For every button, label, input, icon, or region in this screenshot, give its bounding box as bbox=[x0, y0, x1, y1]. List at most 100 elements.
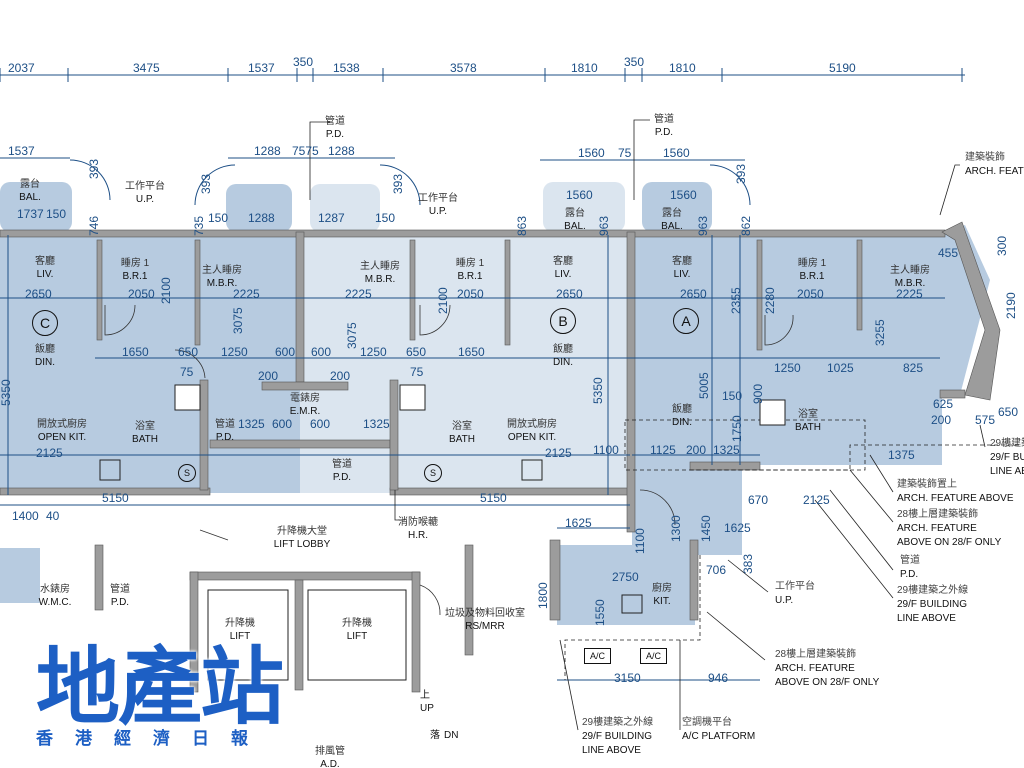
dimension-label: 2037 bbox=[8, 61, 35, 75]
annotation-en: 29/F BUILDING bbox=[897, 599, 968, 610]
room-name-en: LIV. bbox=[36, 269, 54, 280]
dimension-label: 1737 bbox=[17, 207, 44, 221]
room-name-en: E.M.R. bbox=[289, 406, 321, 417]
annotation-en: 29/F BU bbox=[990, 452, 1024, 463]
dimension-label: 150 bbox=[375, 211, 396, 225]
annotation-en: ARCH. FEATURE bbox=[965, 166, 1024, 177]
room-name-en: B.R.1 bbox=[457, 271, 483, 282]
dimension-label: 200 bbox=[330, 369, 351, 383]
dimension-label: 1560 bbox=[578, 146, 605, 160]
dimension-label: 2225 bbox=[896, 287, 923, 301]
dimension-label: 1288 bbox=[248, 211, 275, 225]
dimension-label: 2125 bbox=[545, 446, 572, 460]
room-name-en: BATH bbox=[449, 434, 475, 445]
room-name-zh: 排風管 bbox=[315, 746, 345, 757]
dimension-label: 393 bbox=[391, 173, 405, 194]
dimension-label: 350 bbox=[293, 55, 314, 69]
dimension-label: 1560 bbox=[566, 188, 593, 202]
annotation-en: LINE ABO bbox=[990, 466, 1024, 477]
building-outline-above bbox=[564, 419, 1020, 680]
unit-marker-b: B bbox=[550, 308, 576, 334]
leader-lines bbox=[309, 119, 986, 731]
dimension-label: 150 bbox=[722, 389, 743, 403]
dimension-label: 1537 bbox=[8, 144, 35, 158]
room-name-en: BAL. bbox=[19, 192, 41, 203]
room-name-zh: 工作平台 bbox=[125, 181, 165, 192]
dimension-label: 393 bbox=[199, 173, 213, 194]
dimension-label: 455 bbox=[938, 246, 959, 260]
room-name-en: LIV. bbox=[673, 269, 691, 280]
dimension-label: 7575 bbox=[292, 144, 319, 158]
dimension-label: 2050 bbox=[457, 287, 484, 301]
room-name-en: BATH bbox=[795, 422, 821, 433]
room-name-zh: 客廳 bbox=[35, 256, 55, 267]
dimension-label: 393 bbox=[734, 163, 748, 184]
room-name-en: B.R.1 bbox=[799, 271, 825, 282]
dimension-label: 3150 bbox=[614, 671, 641, 685]
dimension-label: 1538 bbox=[333, 61, 360, 75]
room-name-zh: 電錶房 bbox=[290, 393, 320, 404]
room-name-en: P.D. bbox=[215, 432, 235, 443]
room-name-zh: 管道 bbox=[325, 116, 345, 127]
stair-down-label-en: DN bbox=[444, 730, 459, 741]
dimension-label: 5005 bbox=[697, 372, 711, 399]
annotation-zh: 29樓建築之外線 bbox=[897, 585, 969, 596]
room-name-en: LIFT bbox=[229, 631, 251, 642]
walls bbox=[0, 221, 1001, 693]
watermark-logo: 地產站 香港經濟日報 bbox=[36, 645, 296, 749]
room-name-zh: 升降機 bbox=[342, 618, 372, 629]
dimension-label: 5150 bbox=[102, 491, 129, 505]
room-name-en: LIFT LOBBY bbox=[273, 539, 331, 550]
dimension-label: 3475 bbox=[133, 61, 160, 75]
dimension-label: 5350 bbox=[0, 379, 13, 406]
room-name-en: RS/MRR bbox=[465, 621, 505, 632]
annotation-en: ARCH. FEATURE bbox=[775, 663, 855, 674]
dimension-label: 150 bbox=[46, 207, 67, 221]
room-label: 管道 P.D. bbox=[215, 418, 235, 444]
dimension-label: 600 bbox=[311, 345, 332, 359]
dimension-label: 2280 bbox=[763, 287, 777, 314]
annotation-zh: 建築裝飾 bbox=[965, 152, 1005, 163]
dimension-label: 650 bbox=[998, 405, 1019, 419]
dimension-label: 3255 bbox=[873, 319, 887, 346]
dimension-label: 1625 bbox=[565, 516, 592, 530]
dimension-label: 2225 bbox=[345, 287, 372, 301]
room-name-en: P.D. bbox=[654, 127, 674, 138]
dimension-label: 946 bbox=[708, 671, 729, 685]
room-name-zh: 露台 bbox=[565, 208, 585, 219]
dimension-label: 1250 bbox=[360, 345, 387, 359]
room-label: 電錶房 E.M.R. bbox=[290, 392, 321, 418]
dimension-label: 575 bbox=[975, 413, 996, 427]
room-name-zh: 浴室 bbox=[452, 421, 472, 432]
dimension-label: 2650 bbox=[25, 287, 52, 301]
dimension-label: 200 bbox=[258, 369, 279, 383]
dimension-label: 1250 bbox=[774, 361, 801, 375]
room-name-zh: 浴室 bbox=[798, 409, 818, 420]
fixtures bbox=[99, 384, 786, 681]
room-name-en: DIN. bbox=[35, 357, 55, 368]
room-fills bbox=[0, 182, 990, 625]
dimension-label: 746 bbox=[87, 215, 101, 236]
room-name-zh: 管道 bbox=[215, 419, 235, 430]
dimension-label: 1650 bbox=[122, 345, 149, 359]
room-name-zh: 升降機大堂 bbox=[276, 526, 327, 537]
dimension-label: 1560 bbox=[663, 146, 690, 160]
dimension-label: 1810 bbox=[571, 61, 598, 75]
dimension-lines bbox=[0, 68, 965, 681]
ac-unit: A/C bbox=[584, 648, 612, 664]
dimension-label: 200 bbox=[686, 443, 707, 457]
unit-marker-c: C bbox=[32, 310, 58, 336]
room-name-en: DIN. bbox=[672, 417, 692, 428]
